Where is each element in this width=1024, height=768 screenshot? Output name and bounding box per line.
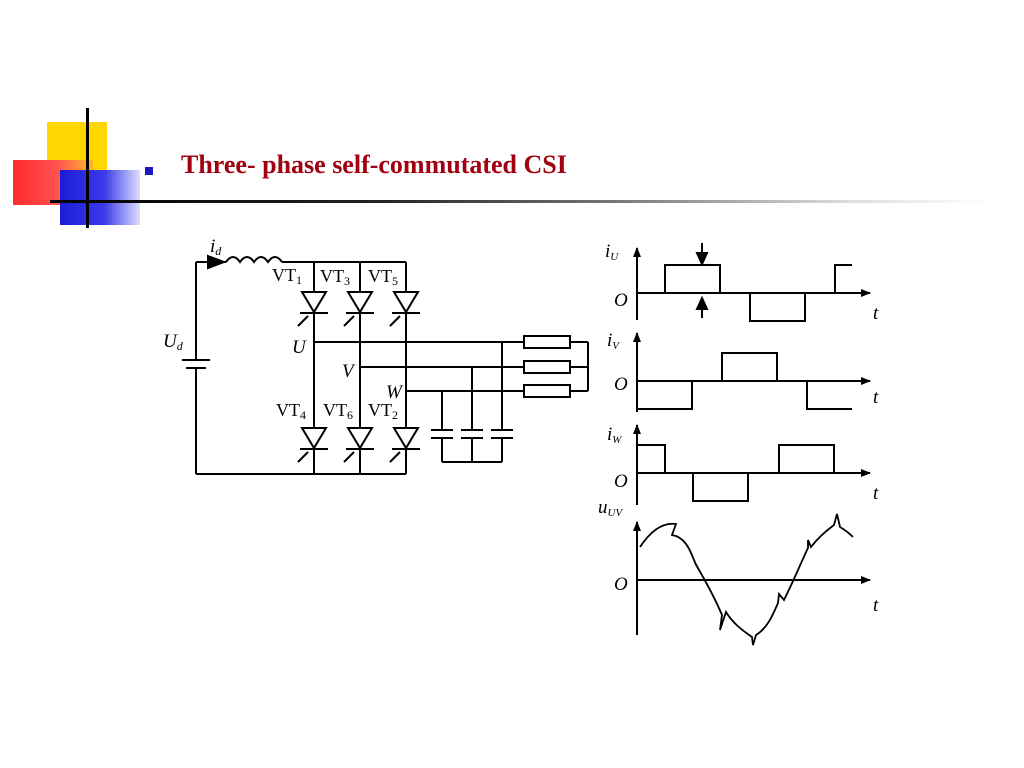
thyristor-vt5-icon — [389, 291, 420, 327]
iw-axis-label: iW — [607, 424, 622, 446]
iv-positive-pulse — [721, 352, 778, 382]
uuv-origin-label: O — [614, 574, 628, 595]
resistor-u-icon — [523, 335, 571, 349]
thyristor-vt2-icon — [389, 427, 420, 463]
uuv-waveform — [639, 513, 854, 646]
capacitor-1-icon — [431, 429, 453, 439]
iv-negative-pulse-b — [806, 381, 852, 410]
vt3-label: VT3 — [320, 266, 350, 288]
resistor-w-icon — [523, 384, 571, 398]
csi-circuit — [182, 254, 589, 475]
thyristor-vt1-icon — [297, 291, 328, 327]
iu-positive-pulse — [664, 264, 721, 294]
current-arrow-icon — [207, 254, 227, 270]
bullet-icon — [145, 167, 153, 175]
iw-origin-label: O — [614, 471, 628, 492]
capacitor-2-icon — [461, 429, 483, 439]
iw-positive-pulse-b — [778, 444, 835, 474]
source-ud-label: Ud — [163, 331, 184, 353]
iw-negative-pulse — [692, 472, 749, 502]
iv-axis-label: iV — [607, 330, 620, 352]
iu-next-pulse — [834, 264, 852, 293]
plot-iv — [633, 332, 871, 412]
resistor-v-icon — [523, 360, 571, 374]
plot-uuv — [633, 513, 871, 646]
phase-w-label: W — [386, 382, 404, 403]
iv-negative-pulse-a — [636, 381, 693, 410]
current-id-label: id — [210, 236, 222, 258]
commutation-arrow-icon — [695, 243, 709, 318]
waveform-labels: iU O t iV O t iW O t uUV O t — [598, 241, 879, 616]
vt5-label: VT5 — [368, 266, 398, 288]
vt6-label: VT6 — [323, 400, 353, 422]
vt2-label: VT2 — [368, 400, 398, 422]
iv-time-label: t — [873, 387, 879, 408]
slide-title: Three- phase self-commutated CSI — [181, 150, 567, 179]
iu-time-label: t — [873, 303, 879, 324]
uuv-time-label: t — [873, 595, 879, 616]
phase-v-label: V — [342, 361, 356, 382]
plot-iw — [633, 424, 871, 505]
vt4-label: VT4 — [276, 400, 306, 422]
waveform-plots — [633, 243, 871, 646]
decor-blue-square — [60, 170, 140, 225]
iw-time-label: t — [873, 483, 879, 504]
plot-iu — [633, 243, 871, 322]
vt1-label: VT1 — [272, 265, 302, 287]
iu-origin-label: O — [614, 290, 628, 311]
thyristor-vt3-icon — [343, 291, 374, 327]
inductor-icon — [225, 256, 283, 264]
phase-u-label: U — [292, 337, 307, 358]
thyristor-vt4-icon — [297, 427, 328, 463]
iw-positive-pulse-a — [637, 444, 666, 473]
decor-vertical-line — [86, 108, 89, 228]
iv-origin-label: O — [614, 374, 628, 395]
capacitor-3-icon — [491, 429, 513, 439]
circuit-labels: id Ud VT1 VT3 VT5 VT4 VT6 VT2 U V W — [163, 236, 404, 422]
decor-horizontal-rule — [50, 200, 990, 203]
thyristor-vt6-icon — [343, 427, 374, 463]
uuv-axis-label: uUV — [598, 497, 623, 519]
iu-negative-pulse — [749, 292, 806, 322]
iu-axis-label: iU — [605, 241, 619, 263]
